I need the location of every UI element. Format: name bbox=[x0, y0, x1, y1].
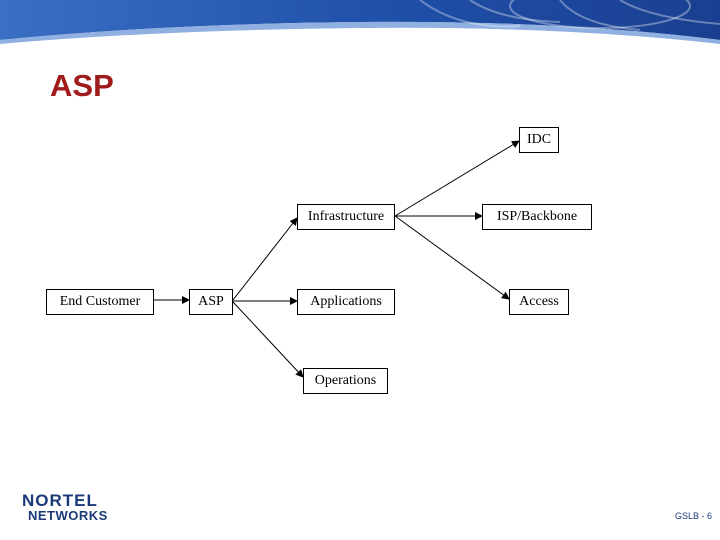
header-banner bbox=[0, 0, 720, 44]
slide-title: ASP bbox=[50, 68, 114, 103]
node-isp-backbone: ISP/Backbone bbox=[482, 204, 592, 230]
node-end-customer: End Customer bbox=[46, 289, 154, 315]
node-applications: Applications bbox=[297, 289, 395, 315]
nortel-logo: NORTEL NETWORKS bbox=[22, 492, 108, 522]
node-asp: ASP bbox=[189, 289, 233, 315]
node-idc: IDC bbox=[519, 127, 559, 153]
slide-footer: GSLB - 6 bbox=[674, 511, 712, 521]
edge-infrastructure-access bbox=[394, 215, 510, 300]
edge-asp-operations bbox=[232, 301, 304, 378]
node-operations: Operations bbox=[303, 368, 388, 394]
node-access: Access bbox=[509, 289, 569, 315]
node-infrastructure: Infrastructure bbox=[297, 204, 395, 230]
logo-line-2: NETWORKS bbox=[28, 508, 108, 523]
edge-asp-infrastructure bbox=[232, 217, 298, 301]
logo-line-1: NORTEL bbox=[22, 491, 98, 510]
edge-infrastructure-idc bbox=[394, 140, 520, 217]
